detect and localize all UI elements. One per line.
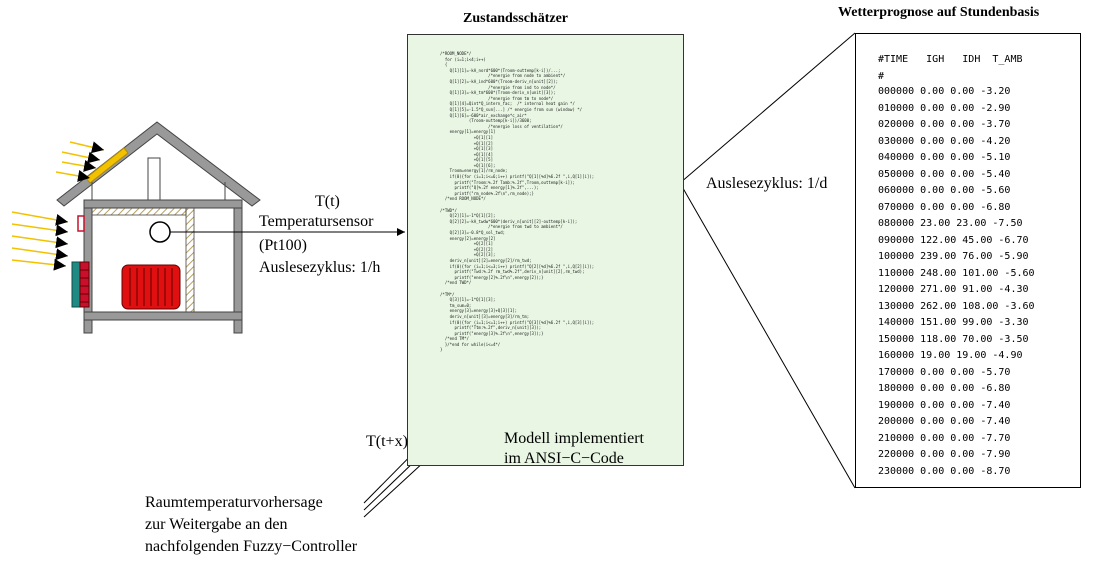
estimator-title: Zustandsschätzer xyxy=(463,11,569,26)
sensor-signal-label: T(t) xyxy=(315,193,340,210)
weather-table-rows: 000000 0.00 0.00 -3.20 010000 0.00 0.00 -… xyxy=(878,84,1035,480)
weather-table-row: 060000 0.00 0.00 -5.60 xyxy=(878,185,1011,196)
weather-table-row: 130000 262.00 108.00 -3.60 xyxy=(878,300,1035,312)
solar-panel-icon xyxy=(85,147,129,184)
right-wall xyxy=(233,207,243,334)
roof xyxy=(56,121,261,207)
vent-icon xyxy=(77,215,85,232)
weather-table-row: 160000 19.00 19.00 -4.90 xyxy=(878,350,1023,361)
weather-table-row: 200000 0.00 0.00 -7.40 xyxy=(878,416,1011,427)
state-estimator-code-box: /*ROOM_NODE*/ for (i=1;i<4;i++) { Q[1][1… xyxy=(407,34,684,469)
weather-table-row: 230000 0.00 0.00 -8.70 xyxy=(878,465,1011,477)
forecast-link-top xyxy=(679,32,856,184)
sensor-type-label: (Pt100) xyxy=(259,237,307,254)
weather-table-row: 140000 151.00 99.00 -3.30 xyxy=(878,317,1029,328)
weather-forecast-box: #TIME IGH IDH T_AMB # 000000 0.00 0.00 -… xyxy=(855,33,1081,488)
window-icon xyxy=(71,261,90,308)
weather-table-row: 070000 0.00 0.00 -6.80 xyxy=(878,201,1011,213)
weather-table-row: 050000 0.00 0.00 -5.40 xyxy=(878,168,1011,180)
weather-table-row: 170000 0.00 0.00 -5.70 xyxy=(878,366,1011,378)
prediction-line1: Raumtemperaturvorhersage xyxy=(145,494,323,511)
weather-table-row: 120000 271.00 91.00 -4.30 xyxy=(878,284,1029,295)
weather-table-row: 080000 23.00 23.00 -7.50 xyxy=(878,218,1023,229)
weather-table-row: 020000 0.00 0.00 -3.70 xyxy=(878,119,1011,130)
floor-slab xyxy=(83,311,243,321)
prediction-line2: zur Weitergabe an den xyxy=(145,516,288,533)
weather-table-row: 040000 0.00 0.00 -5.10 xyxy=(878,152,1011,163)
radiator-icon xyxy=(121,264,181,310)
weather-table-comment: # xyxy=(878,71,885,82)
temperature-sensor-icon xyxy=(149,221,171,243)
weather-table-row: 150000 118.00 70.00 -3.50 xyxy=(878,333,1029,345)
c-code-listing: /*ROOM_NODE*/ for (i=1;i<4;i++) { Q[1][1… xyxy=(440,51,595,353)
sensor-name-label: Temperatursensor xyxy=(259,213,374,230)
forecast-link-bottom xyxy=(679,182,856,489)
model-label-line1: Modell implementiert xyxy=(504,430,644,447)
weather-table-row: 220000 0.00 0.00 -7.90 xyxy=(878,449,1011,460)
ceiling-slab xyxy=(83,199,243,209)
prediction-signal-label: T(t+x) xyxy=(366,433,408,450)
weather-table-row: 010000 0.00 0.00 -2.90 xyxy=(878,102,1011,114)
model-label-line2: im ANSI−C−Code xyxy=(504,450,624,467)
sun-rays-wall xyxy=(11,211,69,271)
weather-table-row: 190000 0.00 0.00 -7.40 xyxy=(878,399,1011,411)
weather-table-row: 210000 0.00 0.00 -7.70 xyxy=(878,432,1011,444)
weather-table-row: 110000 248.00 101.00 -5.60 xyxy=(878,267,1035,279)
weather-table-row: 180000 0.00 0.00 -6.80 xyxy=(878,383,1011,394)
model-label: Modell implementiert im ANSI−C−Code xyxy=(504,429,644,469)
forecast-cycle-label: Auslesezyklus: 1/d xyxy=(706,175,828,192)
weather-table-row: 000000 0.00 0.00 -3.20 xyxy=(878,86,1011,97)
forecast-title: Wetterprognose auf Stundenbasis xyxy=(838,5,1040,20)
sensor-cycle-label: Auslesezyklus: 1/h xyxy=(259,259,381,276)
house-illustration xyxy=(11,121,261,334)
prediction-line3: nachfolgenden Fuzzy−Controller xyxy=(145,538,358,555)
weather-table-header: #TIME IGH IDH T_AMB xyxy=(878,54,1023,65)
weather-table-row: 100000 239.00 76.00 -5.90 xyxy=(878,251,1029,262)
weather-table-row: 090000 122.00 45.00 -6.70 xyxy=(878,234,1029,246)
weather-table-row: 030000 0.00 0.00 -4.20 xyxy=(878,135,1011,147)
sun-rays-roof xyxy=(55,141,105,182)
